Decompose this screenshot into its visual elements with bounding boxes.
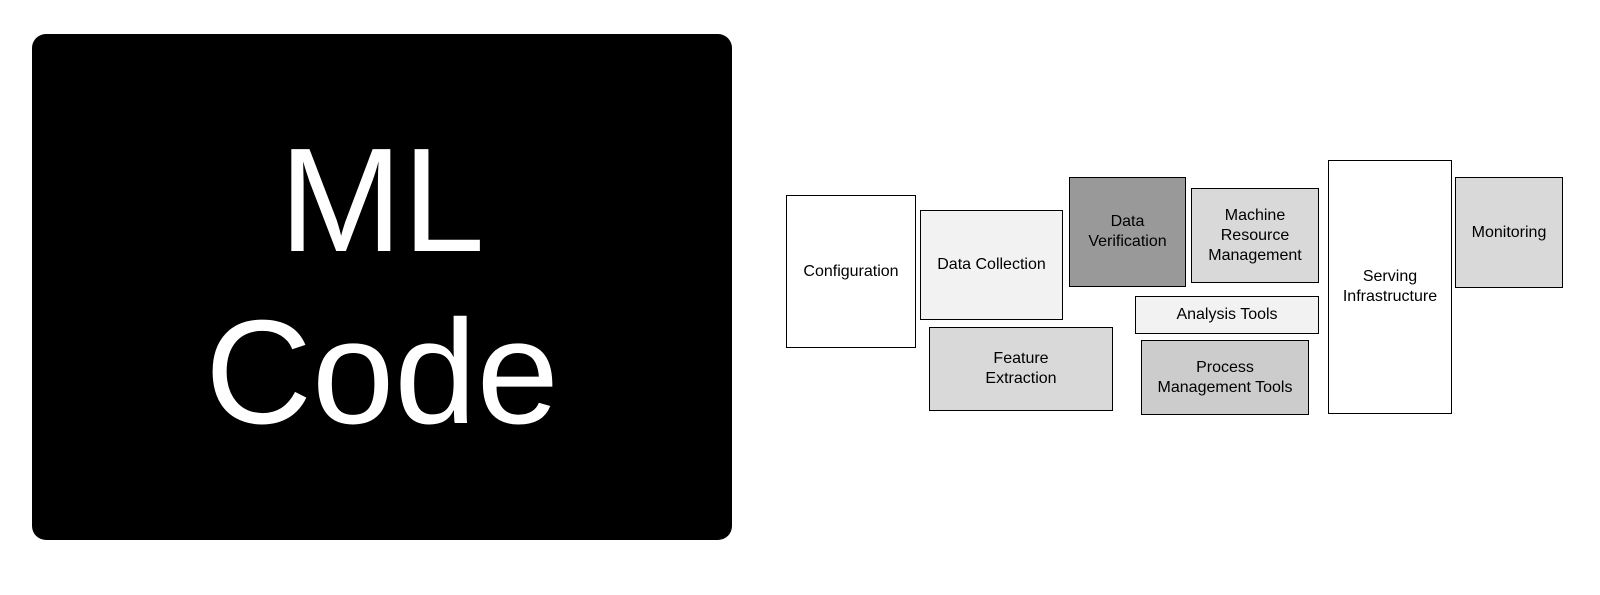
data-collection-box: Data Collection — [920, 210, 1063, 320]
monitoring-box: Monitoring — [1455, 177, 1563, 288]
monitoring-label: Monitoring — [1471, 223, 1547, 241]
process-management-tools-label: Process Management Tools — [1157, 358, 1293, 396]
configuration-label: Configuration — [803, 262, 899, 280]
ml-code-block: ML Code — [32, 34, 732, 540]
machine-resource-management-box: Machine Resource Management — [1191, 188, 1319, 283]
analysis-tools-box: Analysis Tools — [1135, 296, 1319, 334]
data-verification-label: Data Verification — [1088, 213, 1167, 250]
process-management-tools-box: Process Management Tools — [1141, 340, 1309, 415]
data-collection-label: Data Collection — [937, 256, 1046, 273]
data-verification-box: Data Verification — [1069, 177, 1186, 287]
analysis-tools-label: Analysis Tools — [1176, 306, 1278, 323]
ml-code-line-2: Code — [205, 290, 559, 455]
serving-infrastructure-box: Serving Infrastructure — [1328, 160, 1452, 414]
ml-code-line-1: ML — [279, 118, 485, 283]
serving-infrastructure-label: Serving Infrastructure — [1342, 268, 1438, 305]
feature-extraction-label: Feature Extraction — [985, 350, 1057, 387]
machine-resource-management-label: Machine Resource Management — [1208, 206, 1302, 264]
feature-extraction-box: Feature Extraction — [929, 327, 1113, 411]
configuration-box: Configuration — [786, 195, 916, 348]
